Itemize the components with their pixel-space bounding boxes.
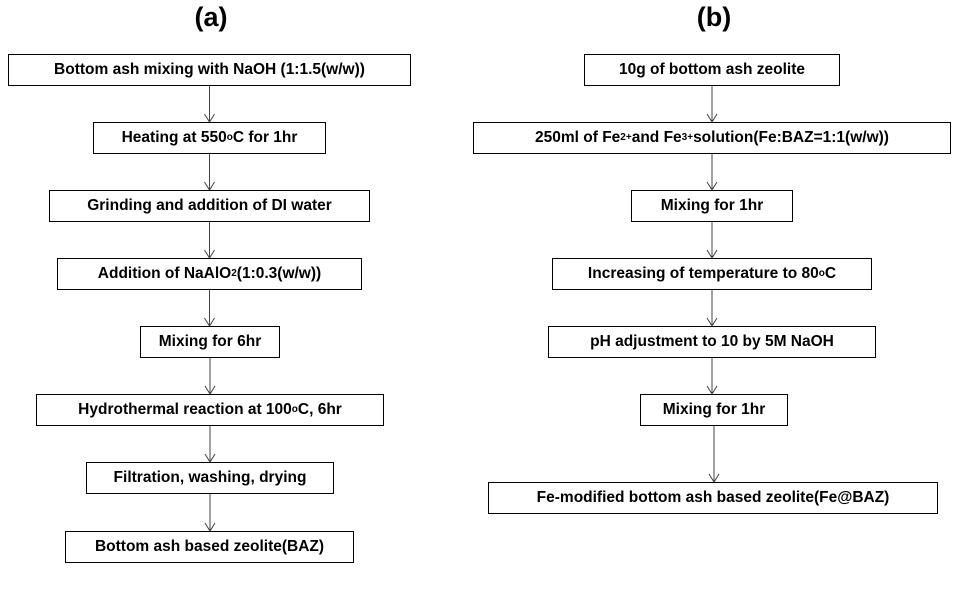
- panel-b-label: (b): [696, 2, 732, 32]
- panel-b-step-1: 10g of bottom ash zeolite: [584, 54, 840, 86]
- step-text: Mixing for 1hr: [660, 197, 764, 214]
- panel-b-step-5: pH adjustment to 10 by 5M NaOH: [548, 326, 876, 358]
- step-text: Mixing for 1hr: [662, 401, 766, 418]
- step-text: Addition of NaAlO: [97, 265, 232, 282]
- panel-a-step-3: Grinding and addition of DI water: [49, 190, 370, 222]
- step-text: Heating at 550: [121, 129, 227, 146]
- step-text: solution(Fe:BAZ=1:1(w/w)): [693, 129, 889, 146]
- panel-b-step-7: Fe-modified bottom ash based zeolite(Fe@…: [488, 482, 938, 514]
- step-text: Increasing of temperature to 80: [587, 265, 819, 282]
- panel-a-label: (a): [194, 2, 228, 32]
- panel-a-step-5: Mixing for 6hr: [140, 326, 280, 358]
- step-text: Bottom ash based zeolite(BAZ): [94, 538, 325, 555]
- panel-a-step-1: Bottom ash mixing with NaOH (1:1.5(w/w)): [8, 54, 411, 86]
- step-text: Mixing for 6hr: [158, 333, 262, 350]
- step-text: Bottom ash mixing with NaOH (1:1.5(w/w)): [54, 61, 365, 78]
- step-text: Filtration, washing, drying: [113, 469, 307, 486]
- step-text: 250ml of Fe: [535, 129, 621, 146]
- step-text: C for 1hr: [232, 129, 298, 146]
- panel-a-step-7: Filtration, washing, drying: [86, 462, 334, 494]
- step-text: Grinding and addition of DI water: [87, 197, 332, 214]
- panel-b-step-3: Mixing for 1hr: [631, 190, 793, 222]
- step-text: pH adjustment to 10 by 5M NaOH: [590, 333, 834, 350]
- step-text: Hydrothermal reaction at 100: [78, 401, 292, 418]
- step-text: 10g of bottom ash zeolite: [618, 61, 805, 78]
- step-text: C, 6hr: [297, 401, 342, 418]
- step-text: (1:0.3(w/w)): [236, 265, 322, 282]
- panel-b-step-6: Mixing for 1hr: [640, 394, 788, 426]
- step-text: C: [824, 265, 837, 282]
- panel-a-step-8: Bottom ash based zeolite(BAZ): [65, 531, 354, 563]
- step-text: Fe-modified bottom ash based zeolite(Fe@…: [536, 489, 890, 506]
- step-text: and Fe: [631, 129, 682, 146]
